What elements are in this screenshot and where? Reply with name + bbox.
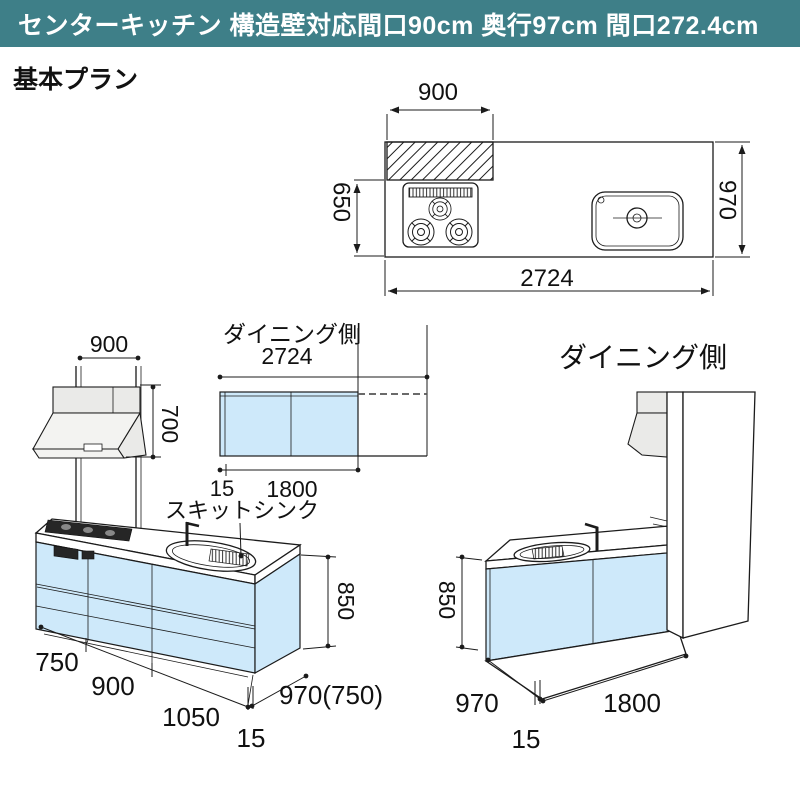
ks-dim-900: 900 [90,331,128,357]
de-dim-1800: 1800 [266,476,317,502]
ds-dim-1800: 1800 [603,688,661,718]
ks-dim-850: 850 [333,582,359,620]
plan-stove [402,182,479,248]
plan-dim-650: 650 [328,182,355,222]
ks-dim-15: 15 [237,723,266,753]
plan-sink-drain [626,207,648,229]
page-title: センターキッチン 構造壁対応間口90cm 奥行97cm 間口272.4cm [18,11,759,40]
ks-dim-1050: 1050 [162,702,220,732]
ds-dim-970: 970 [455,688,498,718]
plan-structural-wall-hatch [386,141,494,181]
plan-dim-2724: 2724 [520,265,573,292]
plan-dim-970: 970 [714,180,741,220]
ks-stove-knobs [81,550,95,560]
de-dim-15: 15 [210,476,234,501]
ks-range-hood [31,386,147,459]
ks-dim-depth-line [249,673,309,709]
ks-sink [165,521,257,572]
plan-faucet-hole [597,196,605,204]
ks-faucet [185,521,200,546]
de-dim-2724: 2724 [261,343,312,369]
ds-sink-rack [531,545,565,560]
ks-grill-door [53,545,79,560]
ks-cooktop [44,519,133,542]
ds-base-cabinet [484,551,687,700]
ks-sink-rack [208,548,250,567]
dining-elevation: ダイニング側 2724 15 1800 [210,321,430,502]
ds-dim-970-line [485,657,543,702]
dining-side-view: ダイニング側 [434,342,756,754]
ks-sink-label: スキットシンク [165,498,319,523]
ds-sink [513,541,591,563]
plan-stove-grill [408,187,473,198]
ks-dim-750: 750 [35,647,78,677]
ds-structural-wall-panel [627,391,756,640]
ds-hood-chimney [636,391,668,414]
ds-title: ダイニング側 [559,342,727,373]
de-title: ダイニング側 [223,321,361,347]
plan-view: 900 650 970 2724 [328,79,750,296]
de-wall-cabinet [219,391,359,457]
ds-hood-body [627,412,668,458]
ks-dim-700: 700 [157,405,183,443]
ds-dim-1800-line [540,653,689,704]
plan-subtitle: 基本プラン [13,66,139,94]
ks-dim-depth: 970(750) [279,680,383,710]
plan-dim-900: 900 [418,79,458,106]
ds-dim-15: 15 [512,724,541,754]
ks-cabinet-end-panel [254,552,301,675]
kitchen-side-view: 900 700 [31,331,383,753]
ks-sink-leader [238,522,244,559]
ks-hood-controls [83,443,103,452]
plan-sink [591,191,684,251]
ds-faucet [584,522,599,551]
header-bar: センターキッチン 構造壁対応間口90cm 奥行97cm 間口272.4cm [0,0,800,47]
ds-dim-850: 850 [434,581,460,619]
ks-dim-900b: 900 [91,671,134,701]
ks-dim-width-line [38,624,251,710]
